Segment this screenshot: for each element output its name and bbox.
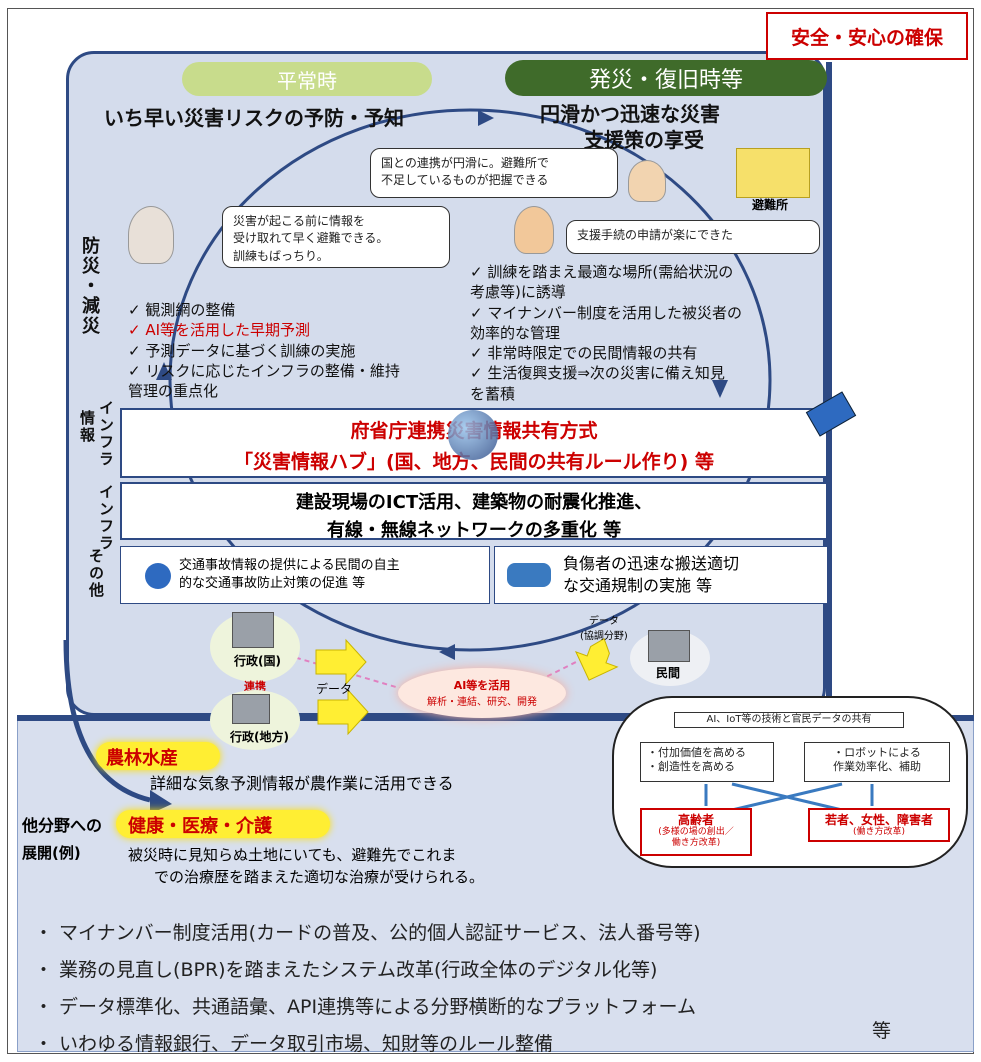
bottom-point-4: ・ いわゆる情報銀行、データ取引市場、知財等のルール整備 [34, 1033, 554, 1055]
shelter-building-icon [736, 148, 810, 198]
label-infra-1: インフラ [97, 400, 115, 468]
other-right-text: 負傷者の迅速な搬送適切 な交通規制の実施 等 [563, 554, 740, 595]
disaster-time-pill: 発災・復旧時等 [505, 60, 827, 96]
other-field-label-2: 展開(例) [22, 844, 81, 862]
branch-arrow [63, 639, 151, 803]
bottom-point-3: ・ データ標準化、共通語彙、API連携等による分野横断的なプラットフォーム [34, 996, 696, 1018]
woman-person-icon [514, 206, 554, 254]
data-arrow-3 [574, 637, 619, 681]
inset-young-sub: (働き方改革) [852, 827, 906, 838]
data-label: データ [316, 682, 353, 696]
right-bullet-3: ✓ 非常時限定での民間情報の共有 [470, 344, 698, 362]
infra-box: 建設現場のICT活用、建築物の耐震化推進、 有線・無線ネットワークの多重化 等 [120, 482, 828, 541]
health-label: 健康・医療・介護 [128, 816, 272, 837]
bubble-elderly: 災害が起こる前に情報を 受け取れて早く避難できる。 訓練もばっちり。 [222, 206, 450, 268]
cooperation-label: 連携 [244, 680, 266, 693]
data-label-2: データ (協調分野) [580, 616, 628, 642]
agri-highlight [96, 742, 220, 770]
cycle-arrow-top [478, 110, 494, 126]
right-title-1: 円滑かつ迅速な災害 [540, 102, 720, 126]
right-bullet-1: ✓ 訓練を踏まえ最適な場所(需給状況の 考慮等)に誘導 [470, 263, 734, 302]
right-strip [826, 62, 832, 712]
admin-local-label: 行政(地方) [230, 730, 289, 744]
data-arrow-2 [317, 688, 369, 736]
safety-badge: 安全・安心の確保 [766, 12, 968, 60]
left-title: いち早い災害リスクの予防・予知 [104, 106, 404, 130]
private-building-icon [648, 630, 690, 662]
right-bullet-4: ✓ 生活復興支援⇒次の災害に備え知見 を蓄積 [470, 364, 725, 403]
infra-line-2: 有線・無線ネットワークの多重化 等 [326, 520, 622, 541]
left-bullet-3: ✓ 予測データに基づく訓練の実施 [128, 341, 356, 360]
inset-title: AI、IoT等の技術と官民データの共有 [674, 712, 904, 728]
data-arrow-1 [315, 638, 367, 686]
other-left-text: 交通事故情報の提供による民間の自主 的な交通事故防止対策の促進 等 [179, 558, 400, 592]
bubble-support: 支援手続の申請が楽にできた [566, 220, 820, 254]
bottom-point-2: ・ 業務の見直し(BPR)を踏まえたシステム改革(行政全体のデジタル化等) [34, 959, 658, 981]
label-other: その他 [87, 548, 105, 599]
inset-elder-box: 高齢者 (多様の場の創出／ 働き方改革) [640, 808, 752, 856]
agri-label: 農林水産 [106, 748, 178, 769]
normal-time-pill: 平常時 [182, 62, 432, 96]
cycle-arrow-right [712, 380, 728, 398]
globe-icon [448, 410, 498, 460]
info-line-2: 「災害情報ハブ」(国、地方、民間の共有ルール作り) 等 [234, 451, 714, 473]
other-field-label-1: 他分野への [22, 816, 103, 835]
branch-arrow-head [150, 790, 172, 814]
globe-pin-icon [145, 563, 171, 589]
inset-right-box: ・ロボットによる 作業効率化、補助 [804, 742, 950, 782]
label-infra-2: インフラ [97, 484, 115, 552]
admin-national-label: 行政(国) [234, 654, 281, 668]
agri-text: 詳細な気象予測情報が農作業に活用できる [150, 774, 454, 793]
infra-line-1: 建設現場のICT活用、建築物の耐震化推進、 [295, 492, 653, 513]
health-text-2: での治療歴を踏まえた適切な治療が受けられる。 [154, 868, 485, 886]
cycle-arrow-bottom [439, 644, 455, 660]
ai-label-2: 解析・連結、研究、開発 [427, 697, 537, 708]
label-info: 情報 [78, 410, 96, 444]
inset-arrows [704, 782, 874, 812]
inset-elder-sub: (多様の場の創出／ 働き方改革) [658, 827, 734, 849]
label-bousai: 防災・減災 [79, 236, 100, 336]
bottom-points: ・ マイナンバー制度活用(カードの普及、公的個人認証サービス、法人番号等) ・ … [34, 918, 701, 1056]
admin-national-building-icon [232, 612, 274, 648]
official-person-icon [628, 160, 666, 202]
cycle-arrow-left [156, 362, 172, 380]
bottom-etc: 等 [872, 1020, 892, 1042]
health-highlight [116, 810, 330, 838]
admin-local-building-icon [232, 694, 270, 724]
inset-left-box: ・付加価値を高める ・創造性を高める [640, 742, 774, 782]
bottom-point-1: ・ マイナンバー制度活用(カードの普及、公的個人認証サービス、法人番号等) [34, 922, 701, 944]
other-left-box: 交通事故情報の提供による民間の自主 的な交通事故防止対策の促進 等 [120, 546, 490, 604]
inset-arrow-4 [731, 782, 843, 812]
ai-label-1: AI等を活用 [453, 679, 511, 692]
right-bullet-list: ✓ 訓練を踏まえ最適な場所(需給状況の 考慮等)に誘導 ✓ マイナンバー制度を活… [470, 262, 742, 404]
ai-cloud: AI等を活用 解析・連結、研究、開発 [398, 668, 566, 718]
private-label: 民間 [656, 666, 681, 680]
bubble-government: 国との連携が円滑に。避難所で 不足しているものが把握できる [370, 148, 618, 198]
left-bullet-1: ✓ 観測網の整備 [128, 301, 236, 319]
left-bullet-2: ✓ AI等を活用した早期予測 [128, 321, 311, 340]
inset-young-title: 若者、女性、障害者 [824, 813, 933, 827]
left-bullet-list: ✓ 観測網の整備 ✓ AI等を活用した早期予測 ✓ 予測データに基づく訓練の実施… [128, 300, 400, 401]
shelter-label: 避難所 [752, 198, 789, 212]
other-right-box: 負傷者の迅速な搬送適切 な交通規制の実施 等 [494, 546, 828, 604]
inset-elder-title: 高齢者 [677, 813, 714, 827]
page-frame [7, 8, 974, 1054]
elderly-person-icon [128, 206, 174, 264]
left-bullet-4: ✓ リスクに応じたインフラの整備・維持 管理の重点化 [128, 361, 400, 400]
health-text-1: 被災時に見知らぬ土地にいても、避難先でこれま [128, 846, 457, 864]
inset-young-box: 若者、女性、障害者 (働き方改革) [808, 808, 950, 842]
right-bullet-2: ✓ マイナンバー制度を活用した被災者の 効率的な管理 [470, 303, 743, 342]
bottom-strip [17, 715, 974, 721]
ambulance-icon [507, 563, 551, 587]
